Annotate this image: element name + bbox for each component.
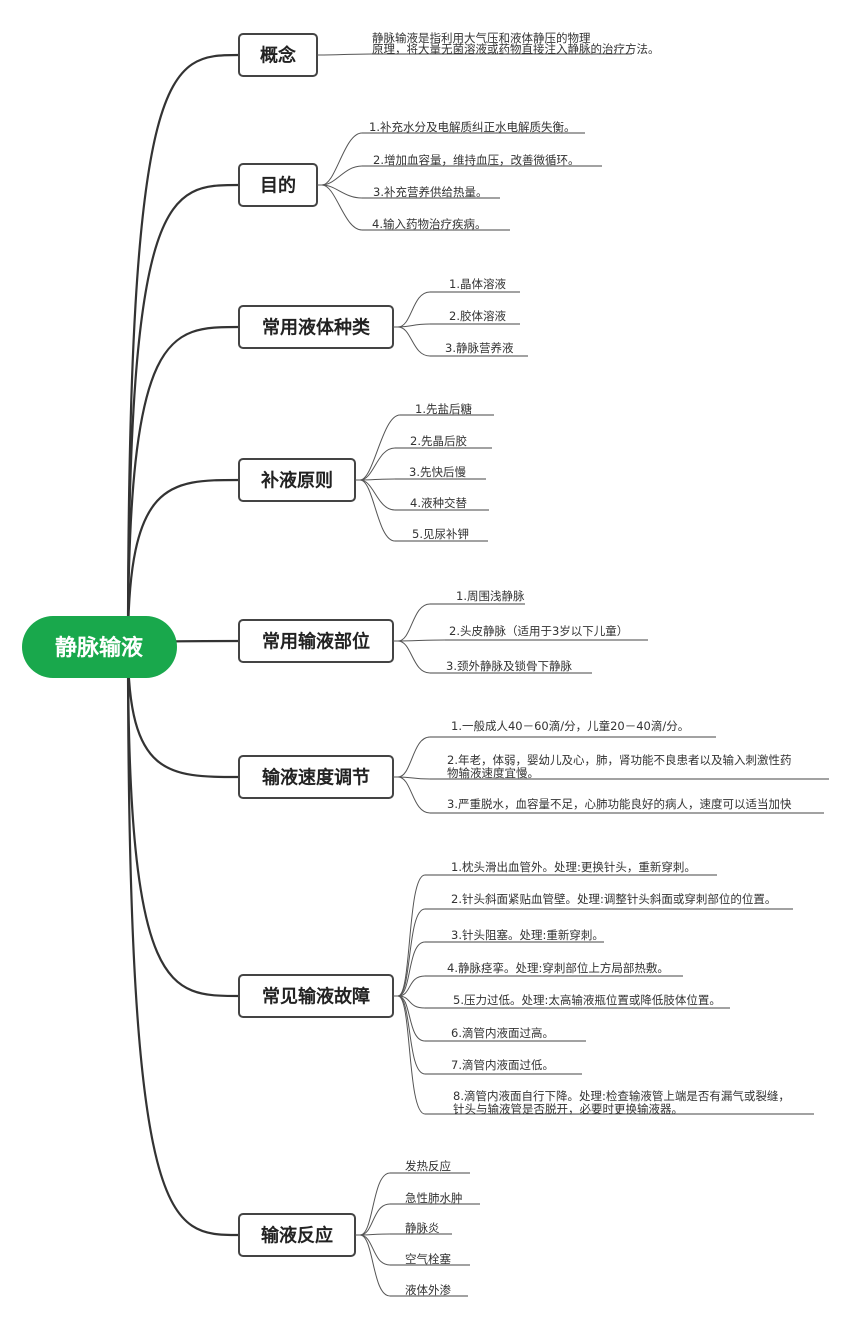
root-node-box — [22, 616, 177, 678]
branch-6: 输液速度调节 1.一般成人40－60滴/分，儿童20－40滴/分。 2.年老，体弱，… — [238, 719, 829, 814]
branch-6-label: 输液速度调节 — [262, 767, 370, 789]
branch-7-leaf-6-connector — [397, 995, 426, 1042]
branch-4-leaf-5-connector — [359, 479, 396, 542]
branch-7-leaf-7-text: 7.滴管内液面过低。 — [451, 1058, 554, 1072]
branch-7-leaf-4-connector — [397, 975, 426, 997]
branch-2-leaf-3-text: 3.补充营养供给热量。 — [373, 185, 487, 199]
branch-7-leaf-5-text: 5.压力过低。处理:太高输液瓶位置或降低肢体位置。 — [453, 993, 721, 1007]
branch-5-leaf-1-connector — [397, 603, 431, 642]
branch-8-leaf-1-connector — [359, 1172, 391, 1236]
branch-5-leaf-3-text: 3.颈外静脉及锁骨下静脉 — [446, 659, 572, 673]
branch-3-label: 常用液体种类 — [262, 317, 371, 339]
branch-2-label: 目的 — [260, 175, 296, 197]
branch-2-leaf-4-text: 4.输入药物治疗疾病。 — [372, 217, 486, 231]
branch-6-leaf-2-connector — [397, 776, 431, 780]
branch-1: 概念 静脉输液是指利用大气压和液体静压的物理原理，将大量无菌溶液或药物直接注入静脉… — [238, 31, 660, 77]
branch-8-connector — [126, 646, 240, 1237]
branch-6-leaf-1-text: 1.一般成人40－60滴/分，儿童20－40滴/分。 — [451, 719, 689, 733]
branch-2-leaf-2-text: 2.增加血容量，维持血压，改善微循环。 — [373, 153, 579, 167]
branch-4-leaf-4-connector — [359, 479, 396, 511]
root-node: 静脉输液 — [22, 616, 177, 678]
branch-8-leaf-2-text: 急性肺水肿 — [405, 1191, 463, 1205]
branch-8-leaf-3-connector — [359, 1233, 391, 1236]
branch-3-leaf-3-text: 3.静脉营养液 — [445, 341, 514, 355]
branch-7-leaf-8-text: 8.滴管内液面自行下降。处理:检查输液管上端是否有漏气或裂缝， — [453, 1089, 790, 1103]
branch-3-connector — [126, 325, 240, 648]
branch-6-connector — [126, 646, 240, 779]
branch-4-leaf-3-text: 3.先快后慢 — [409, 465, 466, 479]
connector-curves — [126, 53, 240, 1237]
branch-5-leaf-1-text: 1.周围浅静脉 — [456, 589, 525, 603]
branch-8-leaf-2-connector — [359, 1203, 391, 1236]
branch-6-leaf-3-text: 3.严重脱水，血容量不足，心肺功能良好的病人，速度可以适当加快 — [447, 797, 792, 811]
branch-7-leaf-7-connector — [397, 995, 426, 1075]
branch-3-leaf-2-text: 2.胶体溶液 — [449, 309, 506, 323]
branch-4-leaf-1-connector — [359, 414, 401, 481]
branch-2-leaf-2-connector — [321, 165, 363, 186]
branch-8-label: 输液反应 — [261, 1225, 333, 1247]
branch-4-leaf-3-connector — [359, 478, 396, 481]
branch-6-leaf-3-connector — [397, 776, 431, 814]
branch-4-leaf-4-text: 4.液种交替 — [410, 496, 467, 510]
branch-7-leaf-1-connector — [397, 874, 426, 997]
branch-4-label: 补液原则 — [260, 470, 333, 492]
branch-7-leaf-2-text: 2.针头斜面紧贴血管壁。处理:调整针头斜面或穿刺部位的位置。 — [451, 892, 776, 906]
branch-6-leaf-2-text: 2.年老，体弱，婴幼儿及心，肺，肾功能不良患者以及输入刺激性药 — [447, 753, 791, 767]
branch-3-leaf-1-text: 1.晶体溶液 — [449, 277, 506, 291]
branch-7-leaf-3-text: 3.针头阻塞。处理:重新穿刺。 — [451, 928, 604, 942]
branch-4-leaf-1-text: 1.先盐后糖 — [415, 402, 472, 416]
branch-2-leaf-1-connector — [321, 132, 363, 186]
branch-7-leaf-3-connector — [397, 941, 426, 997]
branch-7-leaf-4-text: 4.静脉痉挛。处理:穿刺部位上方局部热敷。 — [447, 961, 669, 975]
branch-6-leaf-2-text: 物输液速度宜慢。 — [447, 766, 539, 780]
branch-1-leaf-1-text: 原理，将大量无菌溶液或药物直接注入静脉的治疗方法。 — [372, 42, 660, 56]
branch-2-leaf-3-connector — [321, 184, 363, 199]
branch-5-leaf-2-text: 2.头皮静脉（适用于3岁以下儿童） — [449, 624, 628, 638]
branch-4: 补液原则 1.先盐后糖 2.先晶后胶 3.先快后慢 4.液种交替 5.见尿补钾 — [238, 402, 494, 542]
branch-7-connector — [126, 646, 240, 998]
branch-groups: 概念 静脉输液是指利用大气压和液体静压的物理原理，将大量无菌溶液或药物直接注入静脉… — [238, 31, 829, 1297]
branch-5-label: 常用输液部位 — [262, 631, 370, 653]
branch-4-leaf-5-text: 5.见尿补钾 — [412, 527, 469, 541]
branch-1-leaf-1-text: 静脉输液是指利用大气压和液体静压的物理 — [372, 31, 591, 45]
branch-2: 目的 1.补充水分及电解质纠正水电解质失衡。 2.增加血容量，维持血压，改善微循环。… — [238, 120, 602, 231]
branch-7-leaf-1-text: 1.枕头滑出血管外。处理:更换针头，重新穿刺。 — [451, 860, 696, 874]
branch-8-leaf-4-connector — [359, 1234, 391, 1266]
branch-5-leaf-2-connector — [397, 639, 446, 642]
branch-4-leaf-2-connector — [359, 447, 396, 481]
branch-1-leaf-1-connector — [321, 53, 373, 56]
branch-7-leaf-2-connector — [397, 908, 426, 997]
branch-4-connector — [126, 478, 240, 648]
branch-3: 常用液体种类 1.晶体溶液 2.胶体溶液 3.静脉营养液 — [238, 277, 528, 357]
root-node-label: 静脉输液 — [55, 635, 143, 661]
branch-5: 常用输液部位 1.周围浅静脉 2.头皮静脉（适用于3岁以下儿童） 3.颈外静脉及锁骨下… — [238, 589, 648, 674]
branch-2-connector — [126, 183, 240, 648]
branch-7-leaf-8-text: 针头与输液管是否脱开，必要时更换输液器。 — [453, 1102, 683, 1116]
branch-7-leaf-8-connector — [397, 995, 426, 1115]
branch-2-leaf-4-connector — [321, 184, 363, 231]
branch-8-leaf-4-text: 空气栓塞 — [405, 1252, 451, 1266]
branch-8-leaf-1-text: 发热反应 — [405, 1159, 451, 1173]
branch-8-leaf-3-text: 静脉炎 — [405, 1221, 440, 1235]
branch-1-connector — [126, 53, 240, 648]
branch-5-leaf-3-connector — [397, 640, 431, 674]
branch-7: 常见输液故障 1.枕头滑出血管外。处理:更换针头，重新穿刺。 2.针头斜面紧贴血管壁… — [238, 860, 814, 1116]
branch-7-leaf-6-text: 6.滴管内液面过高。 — [451, 1026, 554, 1040]
branch-7-label: 常见输液故障 — [262, 986, 370, 1008]
branch-3-leaf-1-connector — [397, 291, 431, 328]
branch-3-leaf-2-connector — [397, 323, 431, 328]
branch-2-leaf-1-text: 1.补充水分及电解质纠正水电解质失衡。 — [369, 120, 575, 134]
branch-8-leaf-5-connector — [359, 1234, 391, 1297]
branch-8-leaf-5-text: 液体外渗 — [405, 1283, 451, 1297]
branch-1-label: 概念 — [260, 45, 296, 67]
branch-4-leaf-2-text: 2.先晶后胶 — [410, 434, 467, 448]
branch-3-leaf-3-connector — [397, 326, 431, 357]
branch-6-leaf-1-connector — [397, 736, 431, 778]
